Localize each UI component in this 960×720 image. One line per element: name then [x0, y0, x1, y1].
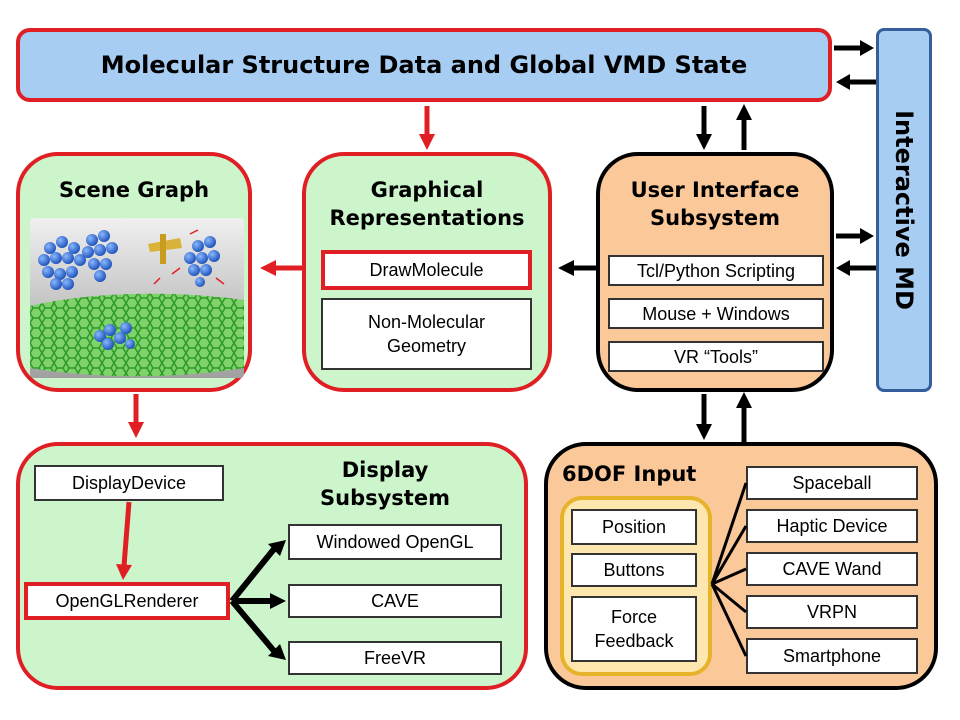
sixdof-fanout-lines: [710, 482, 748, 657]
buttons-box: Buttons: [571, 553, 697, 587]
arrow-to-imd-head: [860, 40, 874, 56]
non-molecular-geometry-box: Non-Molecular Geometry: [321, 298, 532, 370]
position-box: Position: [571, 509, 697, 545]
graphical-representations-title-line2: Representations: [329, 206, 525, 230]
display-subsystem-title-line1: Display: [341, 458, 429, 482]
scene-graph-title: Scene Graph: [58, 178, 210, 202]
cave-output-box: CAVE: [288, 584, 502, 618]
global-state-bar: Molecular Structure Data and Global VMD …: [16, 28, 832, 102]
mouse-windows-box: Mouse + Windows: [608, 298, 824, 329]
smartphone-box: Smartphone: [746, 638, 918, 674]
arrow-scene-to-display-head: [128, 422, 144, 438]
graphical-representations-title: Graphical Representations: [306, 176, 548, 232]
global-state-label: Molecular Structure Data and Global VMD …: [100, 51, 748, 79]
arrow-renderer-to-windowed-head: [268, 540, 286, 556]
buttons-label: Buttons: [603, 560, 665, 580]
vr-tools-box: VR “Tools”: [608, 341, 824, 372]
user-interface-title-line2: Subsystem: [650, 206, 780, 230]
arrow-from-imd-head: [836, 74, 850, 90]
freevr-box: FreeVR: [288, 641, 502, 675]
windowed-opengl-box: Windowed OpenGL: [288, 524, 502, 560]
non-molecular-line1: Non-Molecular: [367, 312, 486, 332]
scene-graph-panel: Scene Graph: [16, 152, 252, 392]
arrow-6dof-to-ui-head: [736, 392, 752, 408]
cave-wand-label: CAVE Wand: [782, 559, 882, 579]
opengl-renderer-label: OpenGLRenderer: [55, 591, 199, 611]
vrpn-label: VRPN: [806, 602, 857, 622]
tcl-python-scripting-label: Tcl/Python Scripting: [636, 260, 796, 281]
draw-molecule-label: DrawMolecule: [369, 260, 484, 280]
user-interface-title-line1: User Interface: [630, 178, 800, 202]
arrow-renderer-to-freevr: [229, 599, 277, 653]
arrow-device-to-renderer: [121, 501, 132, 567]
windowed-opengl-label: Windowed OpenGL: [316, 532, 474, 552]
arrow-state-to-ui-head: [696, 134, 712, 150]
arrow-ui-to-reps-head: [558, 260, 574, 276]
arrow-ui-to-state-head: [736, 104, 752, 120]
haptic-device-label: Haptic Device: [776, 516, 888, 536]
graphical-representations-title-line1: Graphical: [370, 178, 484, 202]
arrow-renderer-to-freevr-head: [268, 644, 286, 660]
arrow-ui-to-imd-head: [860, 228, 874, 244]
position-label: Position: [601, 517, 667, 537]
vr-tools-label: VR “Tools”: [673, 346, 758, 367]
display-subsystem-title-line2: Subsystem: [320, 486, 450, 510]
freevr-label: FreeVR: [363, 648, 426, 668]
force-feedback-line1: Force: [610, 607, 657, 627]
arrow-device-to-renderer-head: [116, 564, 132, 580]
display-subsystem-title: Display Subsystem: [300, 456, 470, 512]
opengl-renderer-box: OpenGLRenderer: [24, 582, 230, 620]
force-feedback-box: Force Feedback: [571, 596, 697, 662]
tcl-python-scripting-box: Tcl/Python Scripting: [608, 255, 824, 286]
non-molecular-line2: Geometry: [386, 336, 467, 356]
vrpn-box: VRPN: [746, 595, 918, 629]
spaceball-box: Spaceball: [746, 466, 918, 500]
arrow-reps-to-scene-head: [260, 260, 276, 276]
force-feedback-line2: Feedback: [594, 631, 674, 651]
nanotube-molecule-image: [30, 218, 244, 378]
interactive-md-bar: Interactive MD: [876, 28, 932, 392]
sixdof-input-title: 6DOF Input: [562, 462, 697, 486]
arrow-ui-to-6dof-head: [696, 424, 712, 440]
arrow-state-to-reps-head: [419, 134, 435, 150]
smartphone-label: Smartphone: [782, 646, 882, 666]
spaceball-label: Spaceball: [792, 473, 872, 493]
arrow-renderer-to-cave-head: [270, 593, 286, 609]
haptic-device-box: Haptic Device: [746, 509, 918, 543]
mouse-windows-label: Mouse + Windows: [642, 303, 790, 324]
user-interface-title: User Interface Subsystem: [600, 176, 830, 232]
display-device-label: DisplayDevice: [71, 473, 187, 493]
cave-wand-box: CAVE Wand: [746, 552, 918, 586]
display-device-box: DisplayDevice: [34, 465, 224, 501]
arrow-renderer-to-windowed: [229, 547, 277, 603]
draw-molecule-box: DrawMolecule: [321, 250, 532, 290]
arrow-imd-to-ui-head: [836, 260, 850, 276]
cave-output-label: CAVE: [371, 591, 419, 611]
